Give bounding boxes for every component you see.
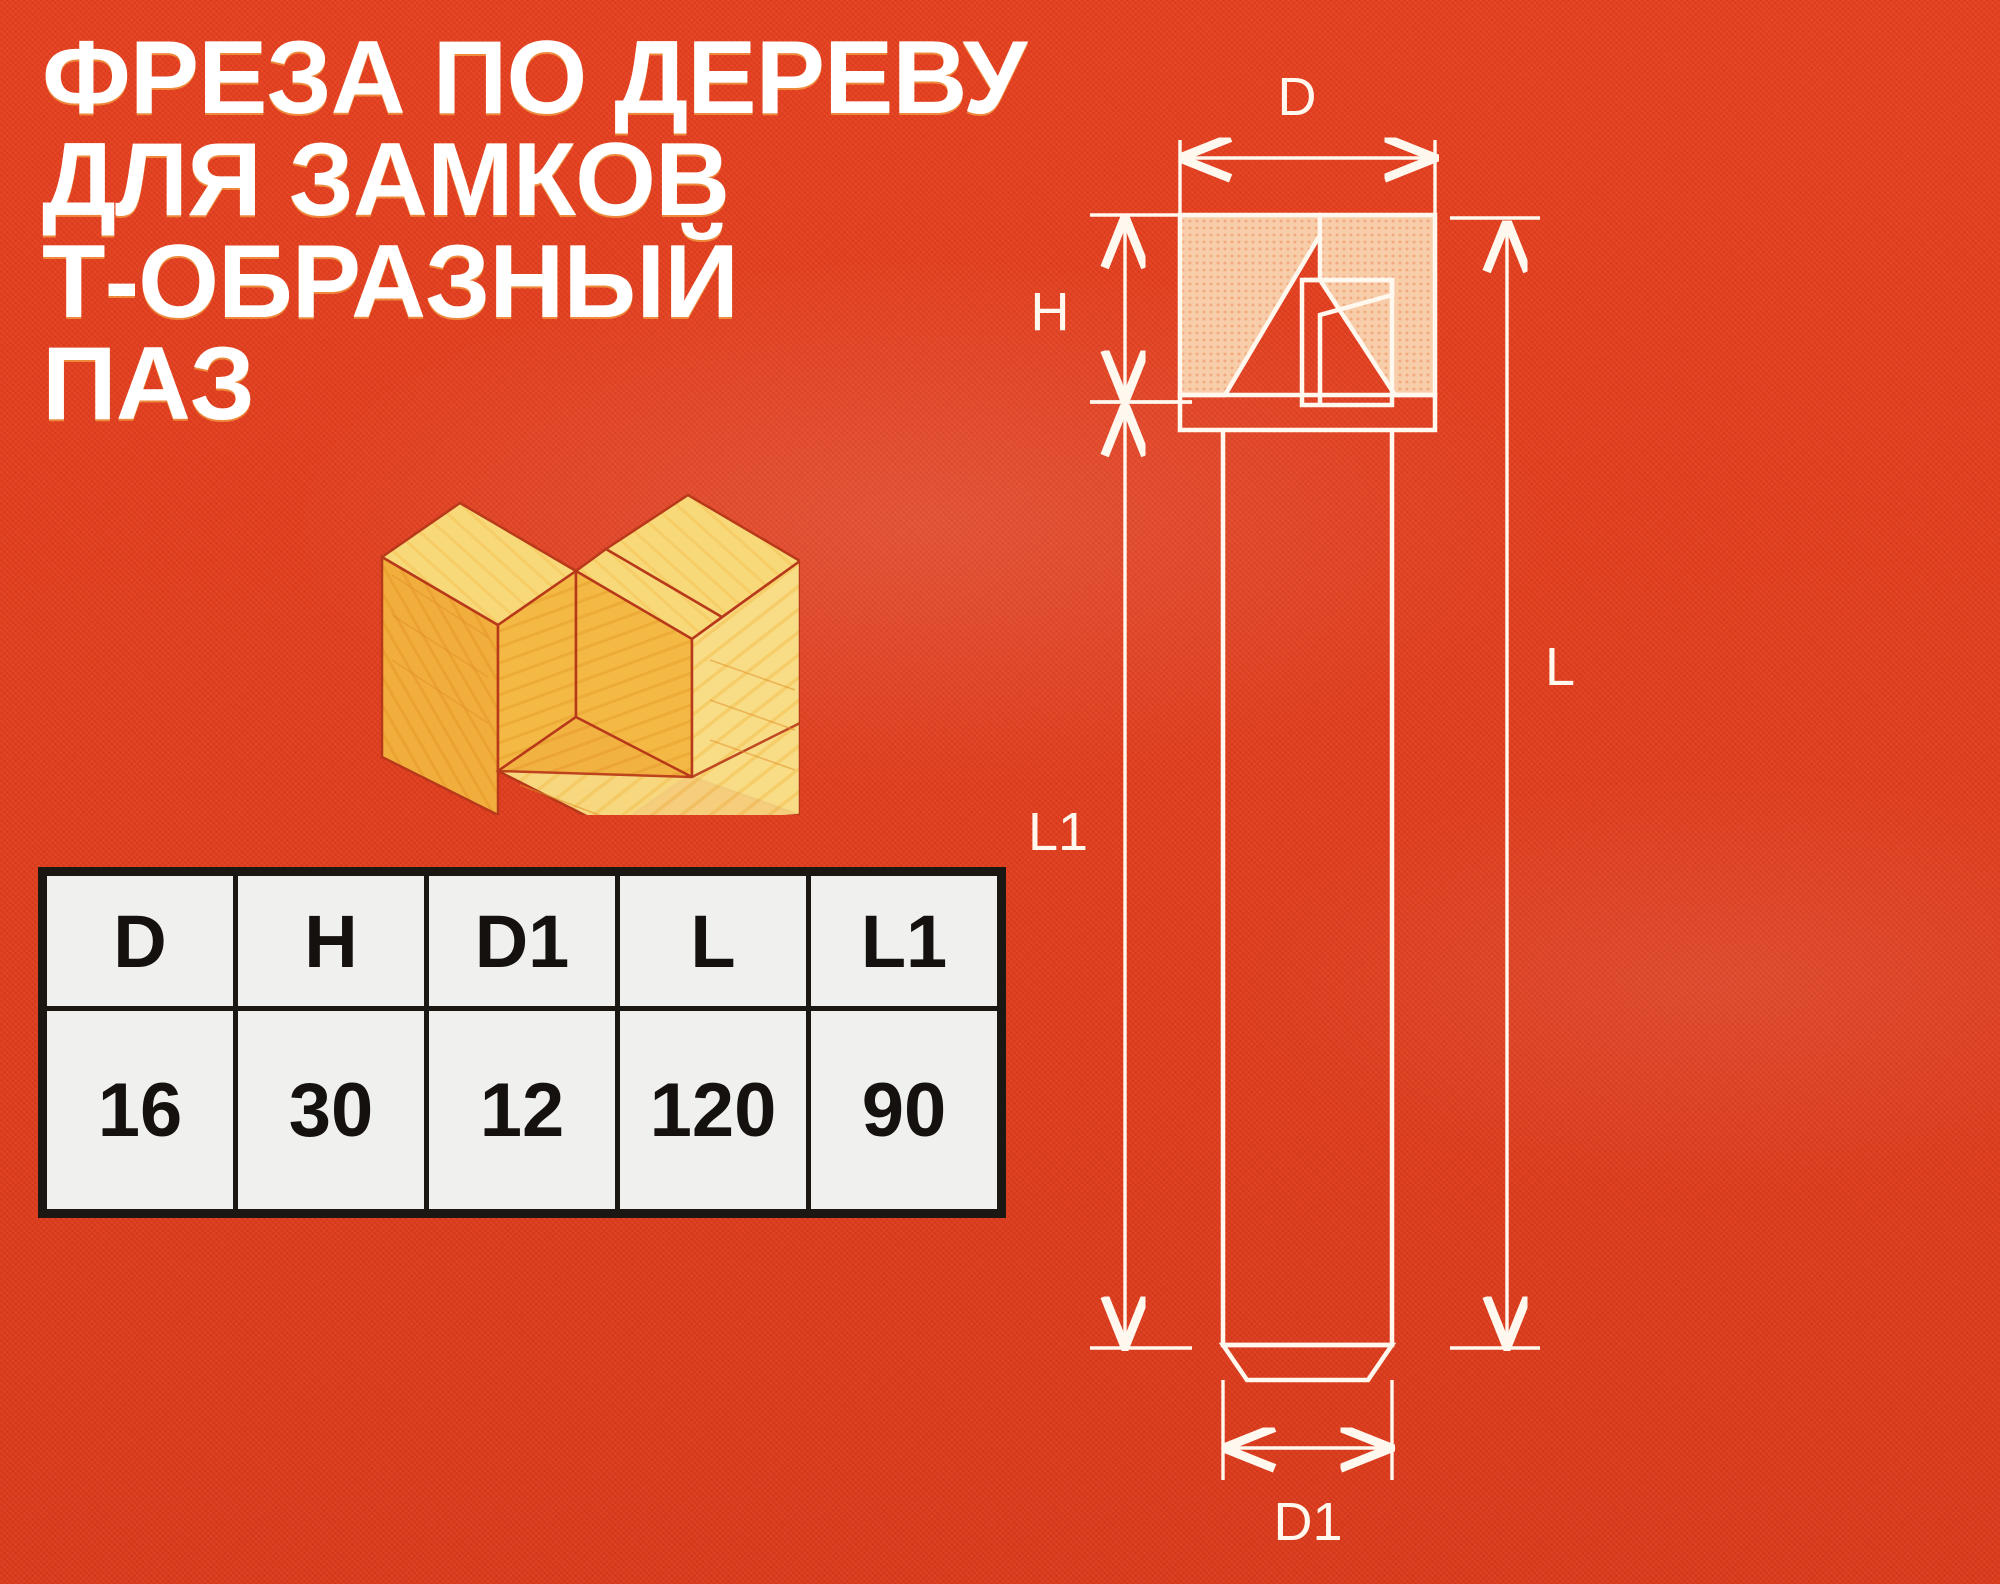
dimension-label-d1: D1 [1273, 1492, 1342, 1552]
table-value-d: 16 [47, 1011, 233, 1209]
shank-shape [1218, 430, 1397, 1383]
table-header-d: D [47, 876, 233, 1006]
table-header-h: H [238, 876, 424, 1006]
wood-block-illustration [370, 485, 803, 831]
dimension-h [1090, 213, 1192, 402]
table-header-row: D H D1 L L1 [47, 876, 997, 1006]
table-header-l: L [620, 876, 806, 1006]
table-value-l1: 90 [811, 1011, 997, 1209]
dimension-d [1178, 140, 1435, 225]
title-line-2: ДЛЯ ЗАМКОВ [42, 121, 730, 238]
dimension-d1 [1221, 1380, 1392, 1480]
dimension-label-d: D [1278, 67, 1317, 127]
dimension-l1 [1090, 400, 1192, 1348]
cutter-head-shape [1177, 212, 1438, 433]
dimension-label-l: L [1545, 637, 1575, 697]
table-value-h: 30 [238, 1011, 424, 1209]
router-bit-drawing: D H L1 L D1 [1020, 30, 1980, 1570]
title-line-1: ФРЕЗА ПО ДЕРЕВУ [42, 20, 1027, 136]
table-header-l1: L1 [811, 876, 997, 1006]
table-value-l: 120 [620, 1011, 806, 1209]
spec-table: D H D1 L L1 16 30 12 120 90 [38, 867, 1006, 1218]
table-header-d1: D1 [429, 876, 615, 1006]
table-value-row: 16 30 12 120 90 [47, 1011, 997, 1209]
page-title: ФРЕЗА ПО ДЕРЕВУ ДЛЯ ЗАМКОВ Т-ОБРАЗНЫЙ ПА… [42, 20, 1042, 442]
table-value-d1: 12 [429, 1011, 615, 1209]
title-line-4: ПАЗ [42, 325, 255, 442]
dimension-label-h: H [1031, 282, 1070, 342]
dimension-l [1450, 216, 1540, 1348]
title-line-3: Т-ОБРАЗНЫЙ [42, 223, 739, 340]
dimension-label-l1: L1 [1028, 802, 1088, 862]
